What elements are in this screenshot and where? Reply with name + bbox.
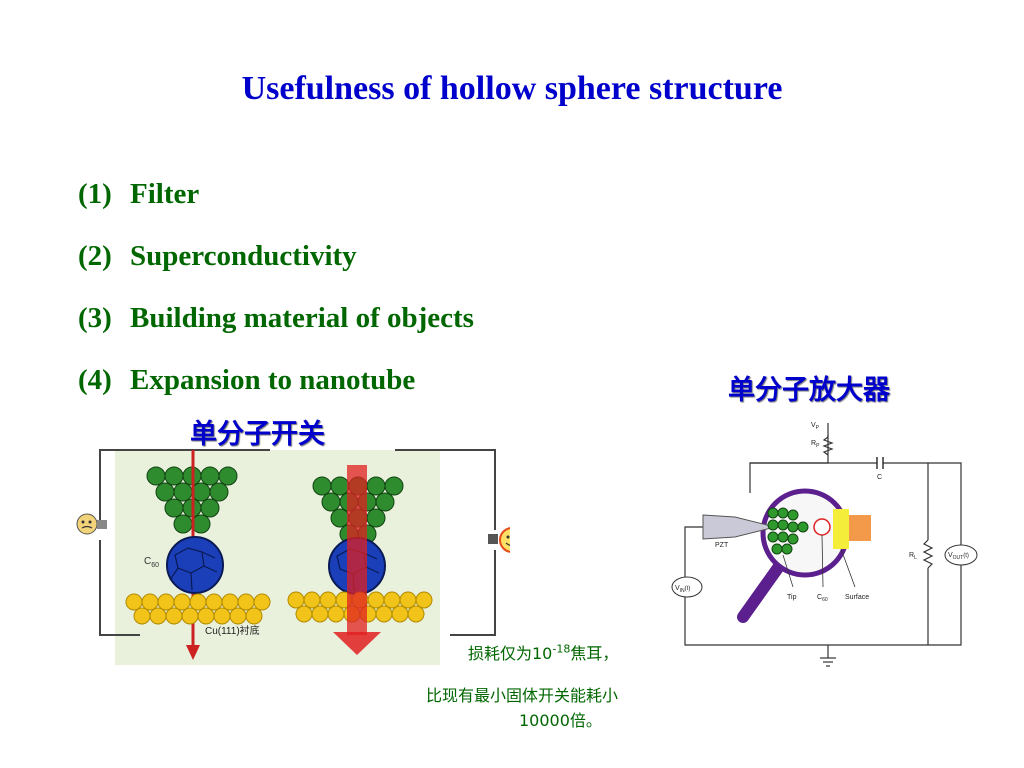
rp-label: RP	[811, 440, 820, 449]
energy-note-line3: 10000倍。	[519, 711, 602, 730]
resistor-rl	[922, 539, 934, 569]
tip-atoms	[767, 507, 809, 555]
single-molecule-amplifier-caption: 单分子放大器	[728, 375, 890, 406]
current-arrowhead-right	[333, 632, 381, 655]
single-molecule-switch-figure: C60 Cu(111)衬底	[76, 449, 510, 665]
list-text: Expansion to nanotube	[130, 364, 416, 396]
wire-left	[99, 449, 270, 520]
c60-label: C60	[144, 556, 159, 569]
list-text: Filter	[130, 178, 200, 210]
dim-bulb-icon	[76, 513, 107, 535]
energy-note-line1: 损耗仅为10-18焦耳，	[468, 642, 619, 663]
surface-pointer	[840, 548, 856, 588]
capacitor-label: C	[877, 474, 882, 481]
list-text: Building material of objects	[130, 302, 474, 334]
c60-molecule	[813, 518, 831, 536]
surface-label: Surface	[845, 594, 869, 601]
energy-note-line2: 比现有最小固体开关能耗小	[426, 686, 619, 705]
tip-pointer	[782, 554, 794, 588]
list-item: (2) Superconductivity	[78, 240, 474, 302]
resistor-rp	[822, 436, 834, 456]
list-number: (1)	[78, 178, 112, 210]
wire-outer	[684, 462, 962, 646]
list-item: (3) Building material of objects	[78, 302, 474, 364]
pzt-label: PZT	[715, 542, 729, 549]
wire-right	[395, 449, 496, 530]
vout-label: VOUT(t)	[948, 552, 969, 561]
substrate-block	[849, 515, 871, 541]
vin-source	[671, 576, 703, 598]
usefulness-list: (1) Filter (2) Superconductivity (3) Bui…	[78, 178, 474, 426]
cu-substrate-left	[125, 593, 271, 625]
list-number: (3)	[78, 302, 112, 334]
list-number: (2)	[78, 240, 112, 272]
current-arrow-right	[347, 465, 367, 635]
single-molecule-amplifier-figure: VP RP C RL VOUT(t) VIN(t) PZT Tip C60 Su…	[671, 422, 978, 667]
lit-bulb-icon	[488, 527, 510, 553]
list-item: (1) Filter	[78, 178, 474, 240]
list-text: Superconductivity	[130, 240, 357, 272]
magnifier-handle	[737, 559, 786, 623]
rl-label: RL	[909, 552, 917, 561]
ground-icon	[820, 657, 836, 667]
vout-meter	[944, 544, 978, 566]
page-title: Usefulness of hollow sphere structure	[241, 70, 783, 107]
wire-right-bottom	[450, 550, 496, 636]
c60-pointer	[821, 534, 824, 588]
vp-label: VP	[811, 422, 820, 431]
pzt-tip	[702, 514, 776, 540]
vin-label: VIN(t)	[675, 585, 690, 594]
surface-block	[833, 509, 849, 549]
list-item: (4) Expansion to nanotube	[78, 364, 474, 426]
c60-label: C60	[817, 594, 828, 603]
tip-label: Tip	[787, 594, 797, 601]
c60-molecule-left	[166, 536, 224, 594]
current-arrowhead-left	[186, 645, 200, 660]
list-number: (4)	[78, 364, 112, 396]
single-molecule-switch-caption: 单分子开关	[190, 419, 325, 450]
substrate-label: Cu(111)衬底	[205, 624, 260, 637]
wire-left-bottom	[99, 540, 140, 636]
